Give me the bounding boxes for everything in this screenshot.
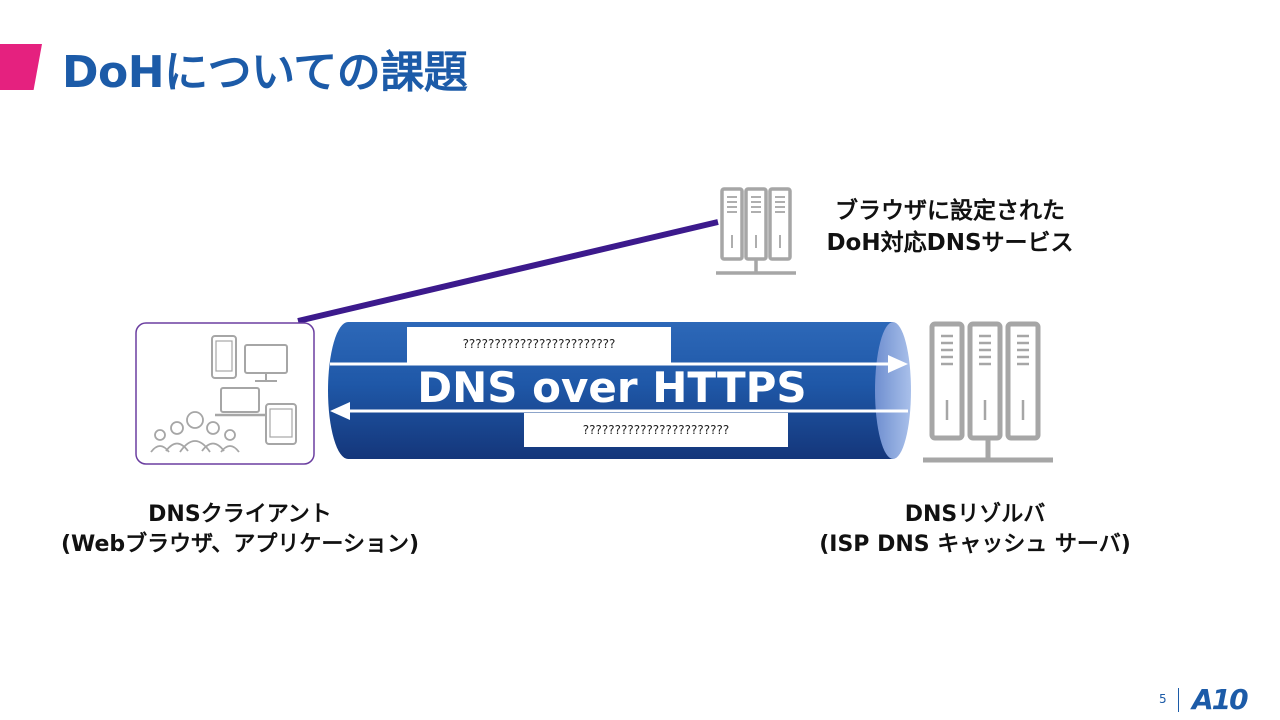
footer-divider [1178, 688, 1179, 712]
tunnel-label: DNS over HTTPS [417, 363, 806, 412]
a10-logo: A10 [1192, 683, 1249, 716]
resolver-caption-line1: DNSリゾルバ [904, 502, 1046, 527]
resolver-caption: DNSリゾルバ (ISP DNS キャッシュ サーバ) [770, 500, 1180, 560]
client-devices-icon [135, 322, 315, 465]
doh-service-caption-line1: ブラウザに設定された [835, 198, 1065, 224]
doh-connection-line [297, 219, 719, 324]
resolver-server-icon [923, 321, 1053, 463]
doh-service-server-icon [716, 187, 796, 275]
response-label: ??????????????????????? [524, 413, 788, 447]
page-title: DoHについての課題 [62, 47, 468, 98]
resolver-caption-line2: (ISP DNS キャッシュ サーバ) [819, 532, 1131, 557]
doh-service-caption-line2: DoH対応DNSサービス [826, 230, 1074, 256]
page-number: 5 [1159, 692, 1167, 706]
doh-service-caption: ブラウザに設定された DoH対応DNSサービス [790, 195, 1110, 259]
client-caption-line1: DNSクライアント [148, 502, 332, 527]
client-caption-line2: (Webブラウザ、アプリケーション) [60, 532, 420, 557]
client-caption: DNSクライアント (Webブラウザ、アプリケーション) [30, 500, 450, 560]
request-label: ???????????????????????? [407, 327, 671, 363]
